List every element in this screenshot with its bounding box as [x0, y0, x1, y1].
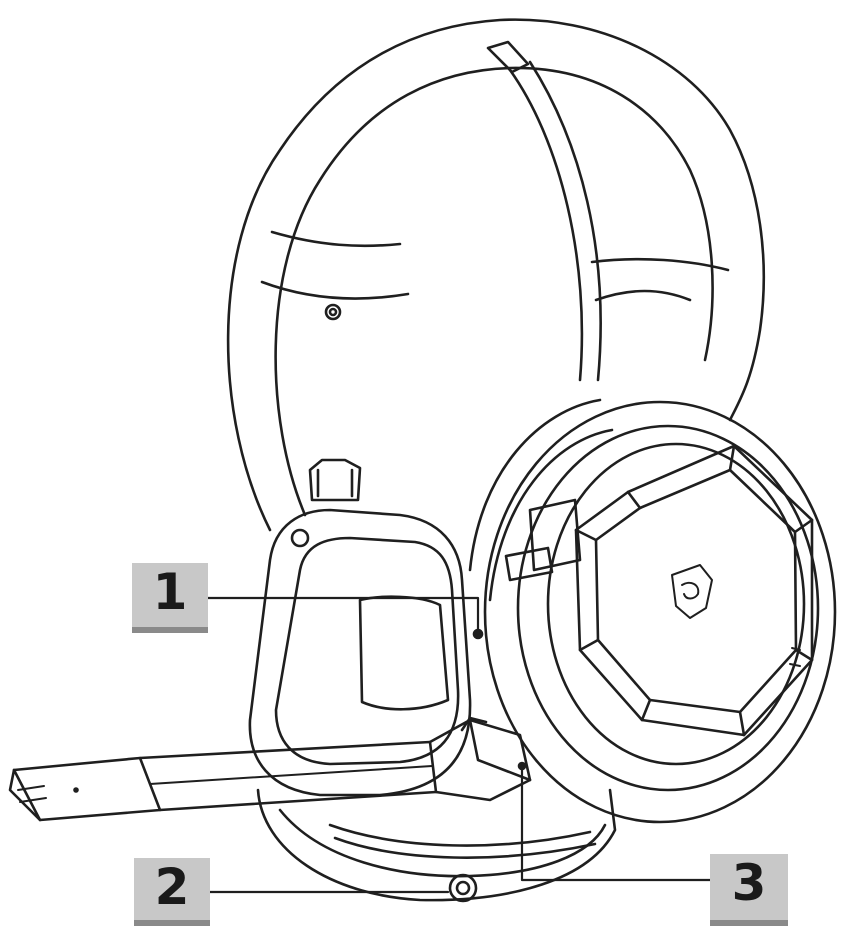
left-earcup: [248, 458, 472, 797]
callout-label-2: 2: [134, 858, 210, 926]
lower-earcup: [256, 788, 617, 903]
msi-dragon-logo-icon: [671, 564, 713, 619]
leader-lines: [206, 596, 712, 894]
microphone-boom: [8, 716, 532, 822]
callout-label-1: 1: [132, 563, 208, 633]
right-earcup: [468, 398, 837, 824]
headband: [226, 18, 766, 532]
callout-label-3: 3: [710, 854, 788, 926]
3-5mm-jack-icon: [448, 873, 478, 903]
